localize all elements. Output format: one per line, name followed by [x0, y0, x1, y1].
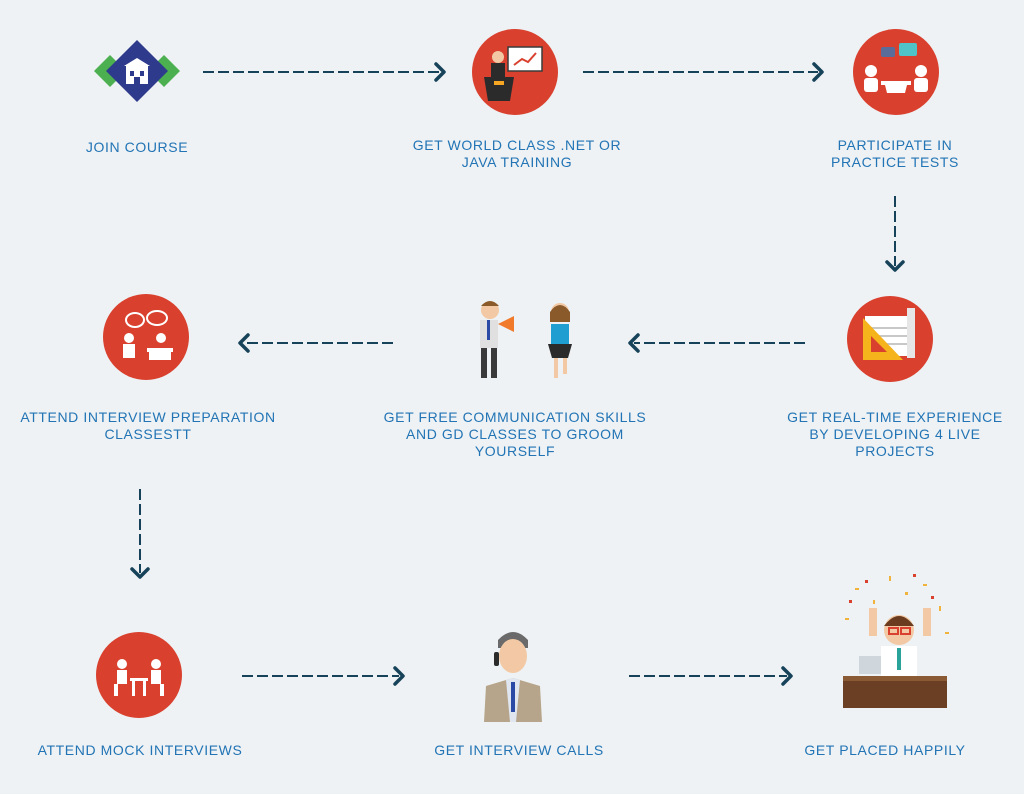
step-label-mock: ATTEND MOCK INTERVIEWS — [37, 742, 243, 758]
step-label-tests: PARTICIPATE IN PRACTICE TESTS — [831, 137, 959, 170]
interview-prep-icon — [103, 294, 189, 380]
arrow-projects-to-communication — [628, 333, 805, 353]
step-label-placed: GET PLACED HAPPILY — [804, 742, 966, 758]
arrow-join-to-training — [203, 62, 446, 82]
step-label-join: JOIN COURSE — [85, 139, 189, 155]
arrow-communication-to-interview-prep — [238, 333, 393, 353]
arrow-interview-prep-to-mock — [130, 489, 150, 579]
step-label-calls: GET INTERVIEW CALLS — [434, 742, 604, 758]
communication-icon — [468, 296, 588, 386]
arrow-training-to-tests — [583, 62, 824, 82]
celebration-icon — [835, 570, 955, 715]
presentation-icon — [472, 29, 558, 115]
step-label-training: GET WORLD CLASS .NET OR JAVA TRAINING — [412, 137, 622, 170]
step-label-communication: GET FREE COMMUNICATION SKILLS AND GD CLA… — [383, 409, 647, 459]
phone-call-icon — [478, 626, 548, 722]
arrow-calls-to-placed — [629, 666, 793, 686]
confetti — [845, 576, 949, 634]
step-label-projects: GET REAL-TIME EXPERIENCE BY DEVELOPING 4… — [787, 409, 1003, 459]
mock-interview-icon — [96, 632, 182, 718]
step-label-interview-prep: ATTEND INTERVIEW PREPARATION CLASSESTT — [20, 409, 276, 442]
design-tools-icon — [847, 296, 933, 382]
join-course-icon — [94, 28, 180, 114]
arrow-mock-to-calls — [242, 666, 405, 686]
practice-tests-icon — [853, 29, 939, 115]
arrow-tests-to-projects — [885, 196, 905, 272]
